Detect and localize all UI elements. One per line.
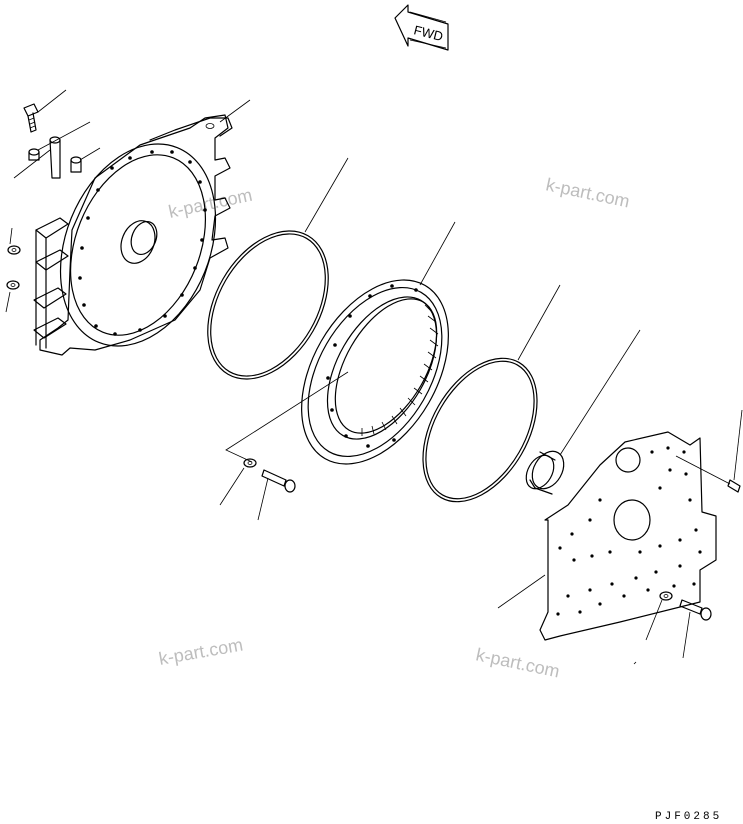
washer-left-2: [5, 280, 20, 313]
ring-gear: [225, 221, 456, 465]
rear-plate: [497, 431, 731, 641]
washer-left-1: [7, 227, 21, 255]
dowel-pin-long: [13, 136, 61, 179]
bolt-right-top: [727, 409, 743, 493]
drawing-code: PJF0285: [655, 811, 722, 823]
bolt-lower: [257, 469, 296, 521]
washer-lower: [219, 458, 257, 506]
fwd-arrow: FWD: [394, 4, 449, 51]
o-ring-medium: [422, 284, 561, 503]
bolt-top-left: [23, 89, 67, 133]
pin-short: [70, 147, 101, 173]
bushing: [525, 329, 641, 495]
leader-tick: [633, 661, 637, 665]
knock-pin-small: [28, 121, 91, 161]
watermark-1: k-part.com: [167, 185, 254, 222]
bolt-right-bottom: [679, 599, 712, 659]
watermark-3: k-part.com: [157, 634, 244, 668]
flywheel-housing: [33, 99, 251, 356]
o-ring-large: [207, 157, 349, 380]
watermark-4: k-part.com: [474, 644, 561, 681]
washer-right: [645, 591, 673, 641]
fwd-label: FWD: [412, 22, 444, 44]
watermark-2: k-part.com: [544, 174, 631, 211]
